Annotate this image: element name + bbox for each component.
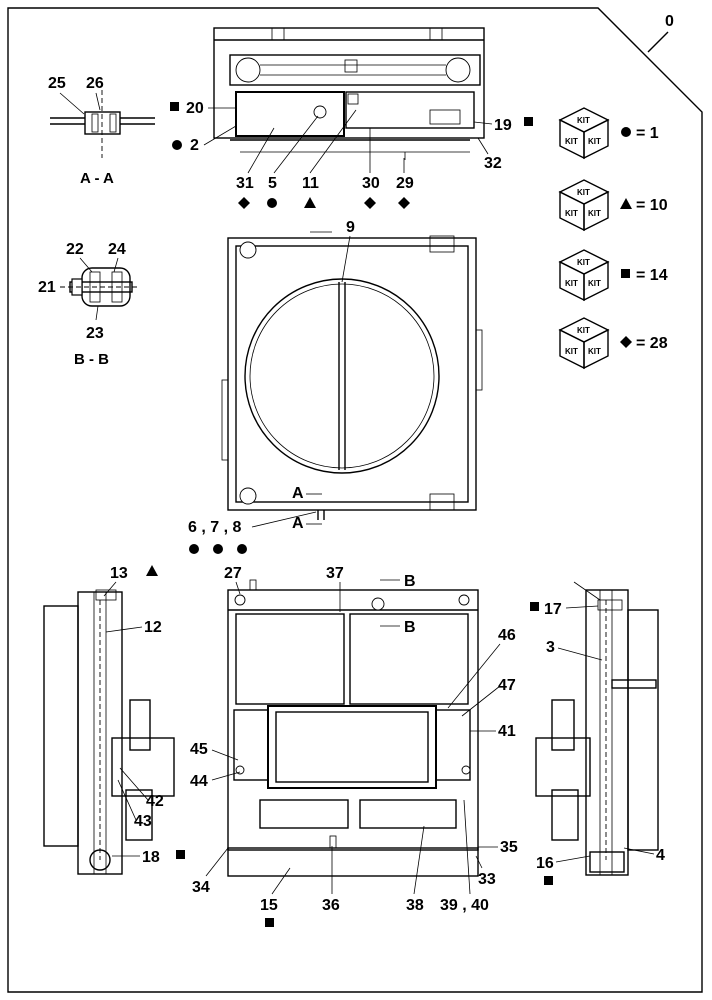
callout-34: 34	[192, 879, 210, 896]
callout-42: 42	[146, 793, 164, 810]
callout-21: 21	[38, 279, 56, 296]
kit-box-icon: KIT KIT KIT	[558, 249, 610, 302]
callout-18: 18	[142, 849, 160, 866]
callout-30: 30	[362, 175, 380, 192]
callout-45: 45	[190, 741, 208, 758]
marker-square	[524, 117, 533, 126]
marker-square	[530, 602, 539, 611]
marker-circle	[213, 544, 223, 554]
top-view-assembly	[213, 27, 485, 160]
marker-circle	[172, 140, 182, 150]
callout-19: 19	[494, 117, 512, 134]
left-side-view	[43, 589, 175, 875]
legend-marker-circle	[621, 127, 631, 137]
callout-36: 36	[322, 897, 340, 914]
section-label-b-b: B - B	[74, 351, 109, 368]
center-rear-view	[227, 579, 479, 877]
callout-47: 47	[498, 677, 516, 694]
callout-31: 31	[236, 175, 254, 192]
callout-33: 33	[478, 871, 496, 888]
kit-legend: KIT KIT KIT = 1 KIT KIT KIT = 10 KIT KIT KIT = 14 KI…	[558, 107, 668, 370]
callout-25: 25	[48, 75, 66, 92]
kit-box-label: KIT	[565, 209, 578, 218]
callout-44: 44	[190, 773, 208, 790]
callout-32: 32	[484, 155, 502, 172]
callout-17: 17	[544, 601, 562, 618]
kit-box-label: KIT	[588, 137, 601, 146]
callout-26: 26	[86, 75, 104, 92]
callout-16: 16	[536, 855, 554, 872]
cut-marker-a: A	[292, 515, 304, 532]
callout-3: 3	[546, 639, 555, 656]
callout-27: 27	[224, 565, 242, 582]
kit-box-label: KIT	[577, 326, 590, 335]
kit-box-label: KIT	[588, 279, 601, 288]
radiator-front-view	[221, 231, 483, 520]
callout-9: 9	[346, 219, 355, 236]
marker-diamond	[238, 197, 250, 209]
marker-square	[170, 102, 179, 111]
legend-marker-diamond	[620, 336, 632, 348]
kit-box-label: KIT	[588, 347, 601, 356]
marker-circle	[189, 544, 199, 554]
kit-box-label: KIT	[588, 209, 601, 218]
callout-37: 37	[326, 565, 344, 582]
sheet-number: 0	[665, 13, 674, 30]
legend-marker-triangle	[620, 198, 632, 209]
callout-35: 35	[500, 839, 518, 856]
marker-triangle	[304, 197, 316, 208]
sheet-border	[7, 7, 703, 993]
callout-29: 29	[396, 175, 414, 192]
right-side-view	[535, 581, 659, 876]
callout-39-40: 39 , 40	[440, 897, 489, 914]
callout-23: 23	[86, 325, 104, 342]
legend-value: = 14	[636, 267, 668, 284]
cut-marker-b: B	[404, 619, 416, 636]
callout-24: 24	[108, 241, 126, 258]
kit-box-label: KIT	[565, 279, 578, 288]
callout-20: 20	[186, 100, 204, 117]
callout-13: 13	[110, 565, 128, 582]
marker-circle	[267, 198, 277, 208]
callout-4: 4	[656, 847, 665, 864]
marker-triangle	[146, 565, 158, 576]
cut-marker-b: B	[404, 573, 416, 590]
legend-value: = 28	[636, 335, 668, 352]
kit-box-icon: KIT KIT KIT	[558, 317, 610, 370]
callout-15: 15	[260, 897, 278, 914]
callout-2: 2	[190, 137, 199, 154]
marker-square	[176, 850, 185, 859]
section-label-a-a: A - A	[80, 170, 114, 187]
kit-box-label: KIT	[565, 137, 578, 146]
callout-46: 46	[498, 627, 516, 644]
callout-11: 11	[302, 175, 319, 192]
legend-marker-square	[621, 269, 630, 278]
legend-value: = 1	[636, 125, 659, 142]
marker-diamond	[398, 197, 410, 209]
section-b-b-detail	[60, 257, 140, 321]
callout-38: 38	[406, 897, 424, 914]
cut-marker-a: A	[292, 485, 304, 502]
marker-square	[265, 918, 274, 927]
callout-22: 22	[66, 241, 84, 258]
marker-circle	[237, 544, 247, 554]
callout-41: 41	[498, 723, 516, 740]
kit-box-label: KIT	[565, 347, 578, 356]
kit-box-icon: KIT KIT KIT	[558, 107, 610, 160]
section-a-a-detail	[50, 90, 155, 158]
kit-box-label: KIT	[577, 258, 590, 267]
callout-12: 12	[144, 619, 162, 636]
callout-43: 43	[134, 813, 152, 830]
marker-diamond	[364, 197, 376, 209]
legend-value: = 10	[636, 197, 668, 214]
marker-square	[544, 876, 553, 885]
kit-box-label: KIT	[577, 188, 590, 197]
kit-box-icon: KIT KIT KIT	[558, 179, 610, 232]
callout-5: 5	[268, 175, 277, 192]
callout-6-7-8: 6 , 7 , 8	[188, 519, 241, 536]
kit-box-label: KIT	[577, 116, 590, 125]
